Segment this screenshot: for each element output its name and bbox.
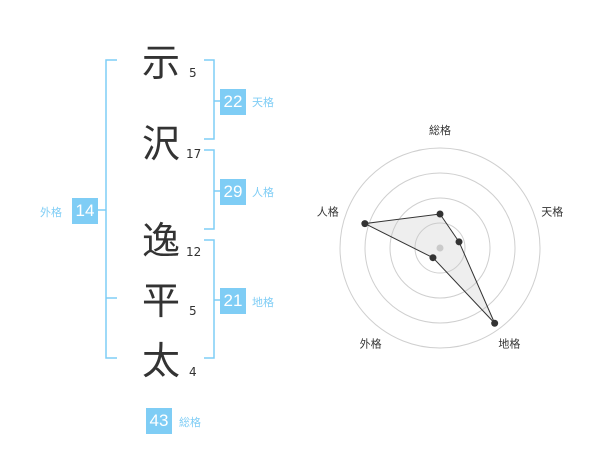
jinkaku-value-badge: 29 bbox=[220, 179, 246, 205]
radar-ring-2 bbox=[389, 197, 491, 299]
soukaku-label: 総格 bbox=[179, 416, 201, 429]
soukaku-value-badge: 43 bbox=[146, 408, 172, 434]
tenkaku-label: 天格 bbox=[252, 96, 274, 109]
name-char-3-strokes: 12 bbox=[186, 245, 202, 259]
radar-center-dot bbox=[436, 244, 444, 252]
gaikaku-label: 外格 bbox=[40, 206, 62, 219]
name-char-2-strokes: 17 bbox=[186, 147, 202, 161]
jinkaku-label: 人格 bbox=[252, 186, 274, 199]
chikaku-label: 地格 bbox=[252, 296, 274, 309]
name-char-2: 沢 bbox=[142, 122, 181, 166]
radar-axis-label-4: 外格 bbox=[360, 336, 382, 350]
radar-point-4 bbox=[429, 254, 437, 262]
radar-ring-1 bbox=[414, 222, 466, 274]
radar-ring-3 bbox=[364, 172, 516, 324]
name-char-1: 示 bbox=[142, 41, 181, 85]
name-char-5-strokes: 4 bbox=[189, 365, 197, 379]
radar-point-2 bbox=[455, 238, 463, 246]
gaikaku-value-badge: 14 bbox=[72, 198, 98, 224]
name-char-3: 逸 bbox=[142, 219, 181, 263]
name-char-5: 太 bbox=[142, 339, 181, 383]
radar-axis-label-2: 天格 bbox=[541, 205, 563, 219]
radar-point-1 bbox=[436, 210, 444, 218]
chikaku-value-badge: 21 bbox=[220, 288, 246, 314]
radar-axis-label-3: 地格 bbox=[498, 336, 520, 350]
name-char-1-strokes: 5 bbox=[189, 66, 197, 80]
jinkaku-bracket bbox=[204, 149, 215, 230]
radar-point-5 bbox=[361, 220, 369, 228]
chikaku-bracket bbox=[204, 239, 215, 359]
radar-point-3 bbox=[491, 319, 499, 327]
radar-polygon bbox=[363, 213, 496, 324]
name-char-4: 平 bbox=[142, 279, 181, 323]
gaikaku-bracket bbox=[105, 59, 117, 359]
radar-ring-4 bbox=[339, 147, 541, 349]
tenkaku-bracket bbox=[204, 59, 215, 140]
radar-axis-label-1: 総格 bbox=[429, 123, 451, 137]
tenkaku-value-badge: 22 bbox=[220, 89, 246, 115]
name-char-4-strokes: 5 bbox=[189, 304, 197, 318]
radar-axis-label-5: 人格 bbox=[317, 205, 339, 219]
